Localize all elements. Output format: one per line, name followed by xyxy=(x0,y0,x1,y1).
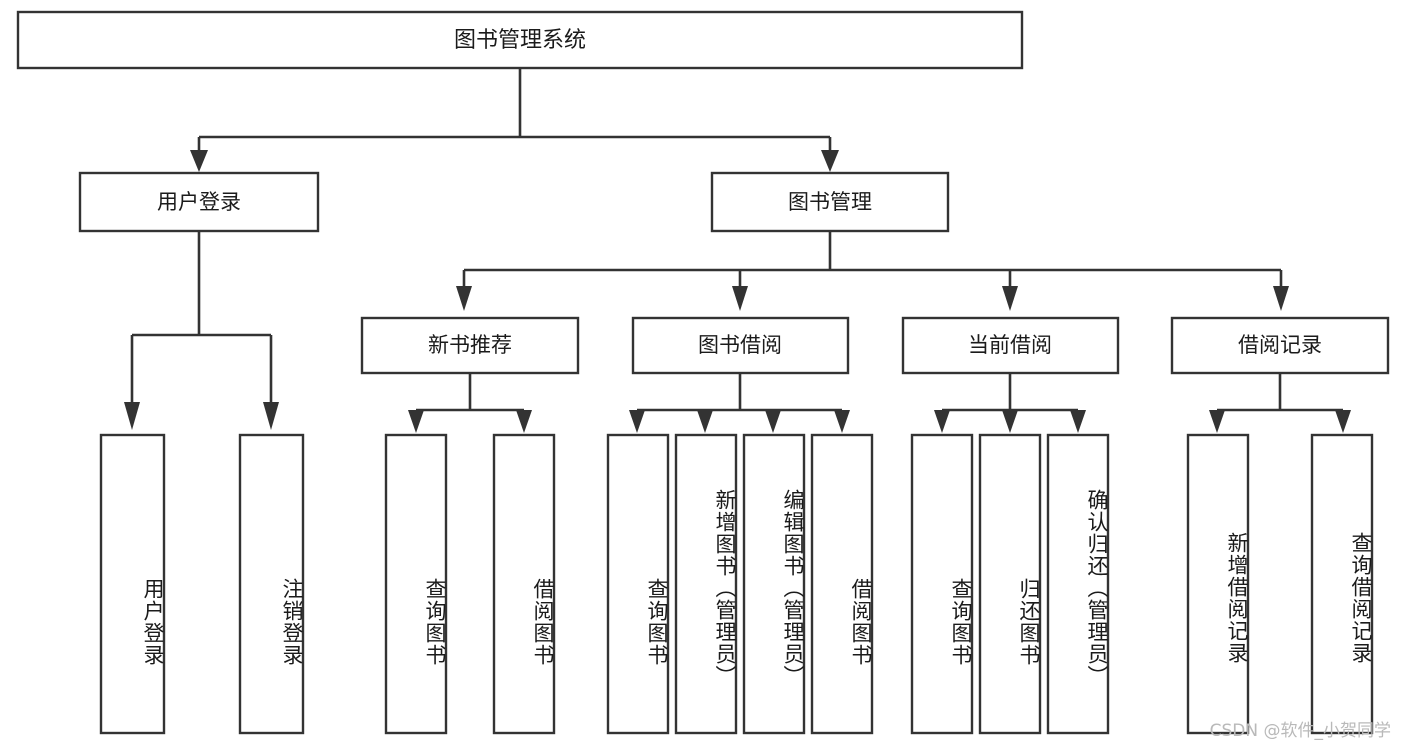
arrow-head-newbook-2 xyxy=(516,410,532,433)
connector-currentborrow-to-leaves xyxy=(934,373,1086,433)
leaf-box-currentborrow-confirm[interactable] xyxy=(1046,433,1110,735)
arrow-head-currentborrow-3 xyxy=(1070,410,1086,433)
leaf-box-borrowrecord-add[interactable] xyxy=(1186,433,1250,735)
node-borrow-record-label: 借阅记录 xyxy=(1238,333,1322,357)
arrow-head-newbook-1 xyxy=(408,410,424,433)
node-user-login-label: 用户登录 xyxy=(157,190,241,214)
arrow-head-bookborrow-3 xyxy=(765,410,781,433)
arrow-head-level3-1 xyxy=(456,286,472,311)
arrow-head-level2-1 xyxy=(190,150,208,172)
connector-root-to-level2 xyxy=(190,68,839,172)
arrow-head-bookborrow-4 xyxy=(834,410,850,433)
leaf-box-currentborrow-return[interactable] xyxy=(978,433,1042,735)
node-borrow-record[interactable]: 借阅记录 xyxy=(1170,316,1390,375)
arrow-head-currentborrow-2 xyxy=(1002,410,1018,433)
node-new-book-recommend-label: 新书推荐 xyxy=(428,333,512,357)
arrow-head-level2-2 xyxy=(821,150,839,172)
node-book-borrow[interactable]: 图书借阅 xyxy=(631,316,850,375)
arrow-head-bookborrow-1 xyxy=(629,410,645,433)
arrow-head-borrowrecord-2 xyxy=(1335,410,1351,433)
leaf-box-bookborrow-edit[interactable] xyxy=(742,433,806,735)
connector-bookmgmt-to-level3 xyxy=(456,231,1289,311)
node-current-borrow-box[interactable] xyxy=(901,316,1120,375)
leaf-box-user-login-logout[interactable] xyxy=(238,433,305,735)
node-root-box[interactable] xyxy=(16,10,1024,70)
connector-bookborrow-to-leaves xyxy=(629,373,850,433)
arrow-head-currentborrow-1 xyxy=(934,410,950,433)
connector-newbook-to-leaves xyxy=(408,373,532,433)
leaf-box-user-login-login[interactable] xyxy=(99,433,166,735)
node-current-borrow-label: 当前借阅 xyxy=(968,333,1052,357)
node-book-borrow-box[interactable] xyxy=(631,316,850,375)
node-book-management[interactable]: 图书管理 xyxy=(710,171,950,233)
leaf-box-bookborrow-query[interactable] xyxy=(606,433,670,735)
arrow-head-userlogin-2 xyxy=(263,402,279,430)
arrow-head-level3-2 xyxy=(732,286,748,311)
node-book-borrow-label: 图书借阅 xyxy=(698,333,782,357)
node-book-management-box[interactable] xyxy=(710,171,950,233)
node-new-book-recommend-box[interactable] xyxy=(360,316,580,375)
node-current-borrow[interactable]: 当前借阅 xyxy=(901,316,1120,375)
node-book-management-label: 图书管理 xyxy=(788,190,872,214)
arrow-head-bookborrow-2 xyxy=(697,410,713,433)
arrow-head-borrowrecord-1 xyxy=(1209,410,1225,433)
connector-borrowrecord-to-leaves xyxy=(1209,373,1351,433)
arrow-head-level3-3 xyxy=(1002,286,1018,311)
node-new-book-recommend[interactable]: 新书推荐 xyxy=(360,316,580,375)
connector-userlogin-to-leaves xyxy=(124,231,279,430)
node-root[interactable]: 图书管理系统 xyxy=(16,10,1024,70)
node-root-label: 图书管理系统 xyxy=(454,28,586,53)
leaf-box-bookborrow-add[interactable] xyxy=(674,433,738,735)
leaf-box-newbook-query[interactable] xyxy=(384,433,448,735)
leaf-box-borrowrecord-query[interactable] xyxy=(1310,433,1374,735)
node-borrow-record-box[interactable] xyxy=(1170,316,1390,375)
leaf-box-newbook-borrow[interactable] xyxy=(492,433,556,735)
leaf-box-bookborrow-lend[interactable] xyxy=(810,433,874,735)
arrow-head-level3-4 xyxy=(1273,286,1289,311)
leaf-box-currentborrow-query[interactable] xyxy=(910,433,974,735)
arrow-head-userlogin-1 xyxy=(124,402,140,430)
node-user-login[interactable]: 用户登录 xyxy=(78,171,320,233)
